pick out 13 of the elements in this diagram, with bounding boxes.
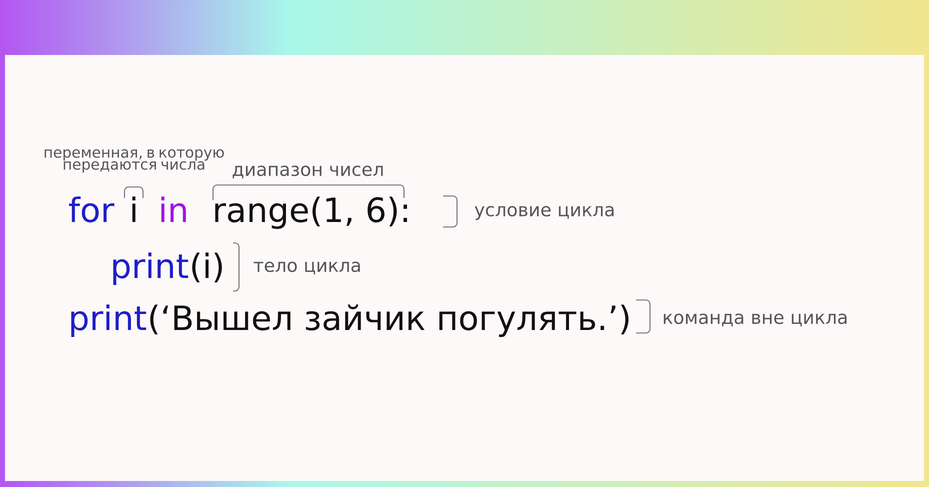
annotation: диапазон чисел: [232, 166, 383, 178]
code-text: i: [132, 196, 136, 222]
annotation: тело цикла: [254, 262, 360, 274]
code-text: for: [68, 196, 114, 222]
annotation: команда вне цикла: [664, 314, 847, 326]
annotation: переменная, в которую передаются числа: [44, 149, 224, 173]
annotation: условие цикла: [474, 206, 614, 220]
code-text: (i): [192, 252, 222, 282]
code-text: print: [113, 252, 188, 285]
code-text: range(1, 6):: [215, 196, 407, 229]
code-text: print: [71, 304, 146, 337]
code-text: (‘Вышел зайчик погулять.’): [150, 304, 628, 337]
code-text: in: [161, 196, 186, 222]
